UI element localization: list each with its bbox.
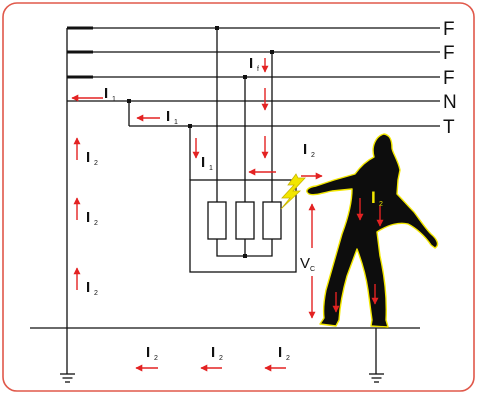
- label-i2-left-c-sub: 2: [94, 290, 98, 297]
- label-i2-left-c: I: [86, 279, 90, 296]
- junction-pe: [188, 124, 192, 128]
- label-i2-left-b: I: [86, 209, 90, 226]
- supply-conductors: [67, 26, 440, 127]
- label-i2-ground-a-sub: 2: [154, 355, 158, 362]
- label-i2-ground-b-sub: 2: [219, 355, 223, 362]
- label-i1-branch: I: [166, 108, 170, 125]
- label-earth: T: [443, 117, 455, 138]
- ground-right-icon: [369, 373, 384, 383]
- junction-f3: [243, 75, 247, 79]
- junction-f2: [270, 50, 274, 54]
- label-i2-left-b-sub: 2: [94, 220, 98, 227]
- person-silhouette-icon: [306, 133, 439, 328]
- load-resistor-3: [262, 201, 282, 240]
- junction-n-bridge: [127, 99, 131, 103]
- label-i1-load-sub: 1: [209, 165, 213, 172]
- label-i2-ground-c-sub: 2: [286, 355, 290, 362]
- label-i2-contact: I: [303, 141, 307, 158]
- equipment-casing: [189, 179, 297, 273]
- label-vc: V: [300, 255, 310, 272]
- load-resistor-1: [207, 201, 227, 240]
- ground-left-icon: [60, 373, 75, 383]
- label-f2: F: [443, 43, 455, 64]
- label-i2-ground-b: I: [211, 344, 215, 361]
- label-i1-main-sub: 1: [112, 96, 116, 103]
- label-neutral: N: [443, 92, 457, 113]
- junction-star: [243, 254, 247, 258]
- label-i2-body: I: [371, 188, 376, 207]
- current-arrows: [71, 58, 384, 372]
- label-vc-sub: C: [310, 266, 315, 273]
- label-i2-ground-c: I: [278, 344, 282, 361]
- label-if: I: [249, 55, 253, 72]
- label-i1-load: I: [201, 154, 205, 171]
- label-i1-main: I: [104, 85, 108, 102]
- lightning-spark-icon: [280, 173, 306, 210]
- source-stub-f1: [67, 26, 93, 30]
- diagram-frame: [2, 2, 475, 392]
- label-i2-contact-sub: 2: [311, 152, 315, 159]
- label-f1: F: [443, 19, 455, 40]
- label-i1-branch-sub: 1: [174, 119, 178, 126]
- label-if-sub: f: [257, 66, 259, 73]
- label-i2-left-a: I: [86, 149, 90, 166]
- label-i2-body-sub: 2: [379, 201, 383, 208]
- load-resistor-2: [235, 201, 255, 240]
- source-stub-f2: [67, 50, 93, 54]
- label-i2-left-a-sub: 2: [94, 160, 98, 167]
- label-f3: F: [443, 68, 455, 89]
- source-stub-f3: [67, 75, 93, 79]
- junction-f1: [215, 26, 219, 30]
- label-i2-ground-a: I: [146, 344, 150, 361]
